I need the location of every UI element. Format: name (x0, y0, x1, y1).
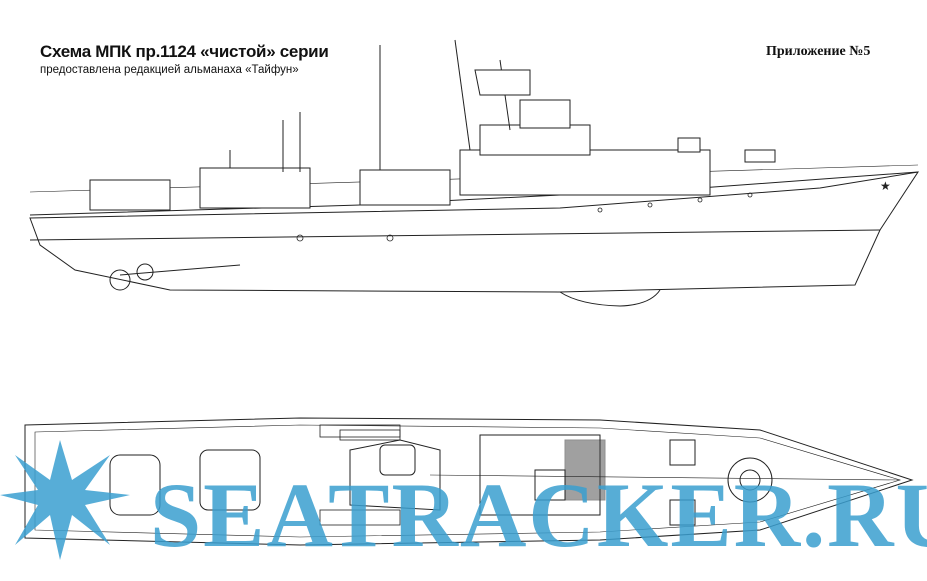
propeller-icon (109, 269, 131, 291)
scheme-subtitle: предоставлена редакцией альманаха «Тайфу… (40, 64, 299, 76)
scheme-title: Схема МПК пр.1124 «чистой» серии (40, 42, 329, 61)
star-emblem-icon: ★ (880, 179, 891, 193)
portholes (296, 192, 753, 242)
hull-outline (29, 171, 920, 293)
appendix-label: Приложение №5 (766, 44, 871, 59)
ship-side-view: ★ (29, 39, 920, 307)
watermark-text: SEATRACKER.RU (150, 464, 927, 566)
